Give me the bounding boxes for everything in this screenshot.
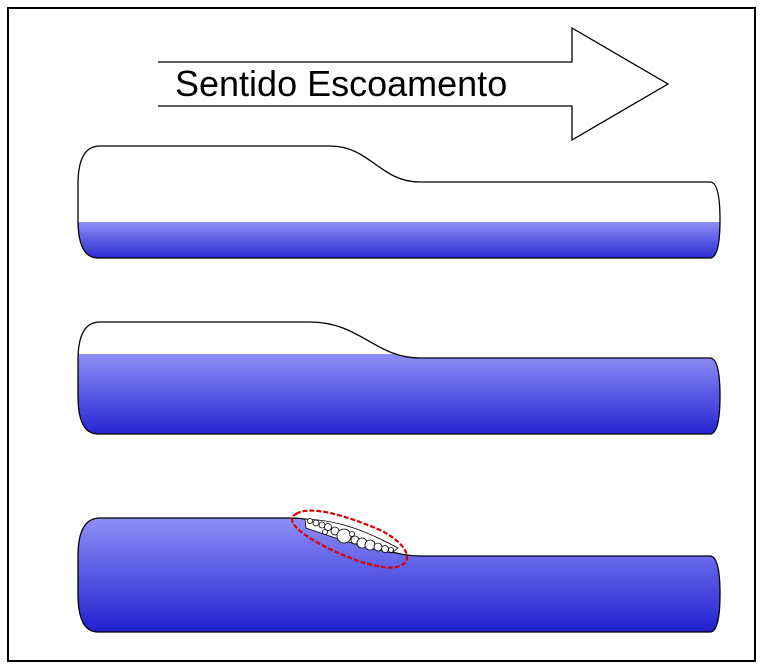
bubble: [373, 542, 383, 552]
bubble: [322, 529, 328, 535]
bubble: [381, 545, 389, 553]
water-low: [78, 222, 720, 258]
bubble: [312, 519, 320, 527]
pipe-low-water: [77, 145, 721, 259]
arrow-shape: [158, 26, 670, 142]
bubble: [388, 547, 394, 553]
pipe-full-water: [77, 509, 721, 633]
pipe-low-outline: [77, 145, 721, 259]
arrow-label: Sentido Escoamento: [175, 63, 507, 104]
air-bubbles: [307, 518, 394, 553]
highlight-ellipse: [290, 509, 409, 569]
water-full: [78, 518, 720, 632]
bubble: [364, 539, 376, 551]
bubble: [307, 518, 313, 524]
bubble: [324, 523, 332, 531]
water-mid: [78, 354, 720, 434]
bubble: [336, 528, 352, 544]
air-pocket: [304, 518, 399, 554]
bubble: [349, 531, 355, 537]
pipe-mid-water: [77, 321, 721, 435]
bubble: [318, 521, 326, 529]
flow-direction-arrow: Sentido Escoamento: [158, 26, 670, 142]
pipe-mid-outline: [77, 321, 721, 435]
